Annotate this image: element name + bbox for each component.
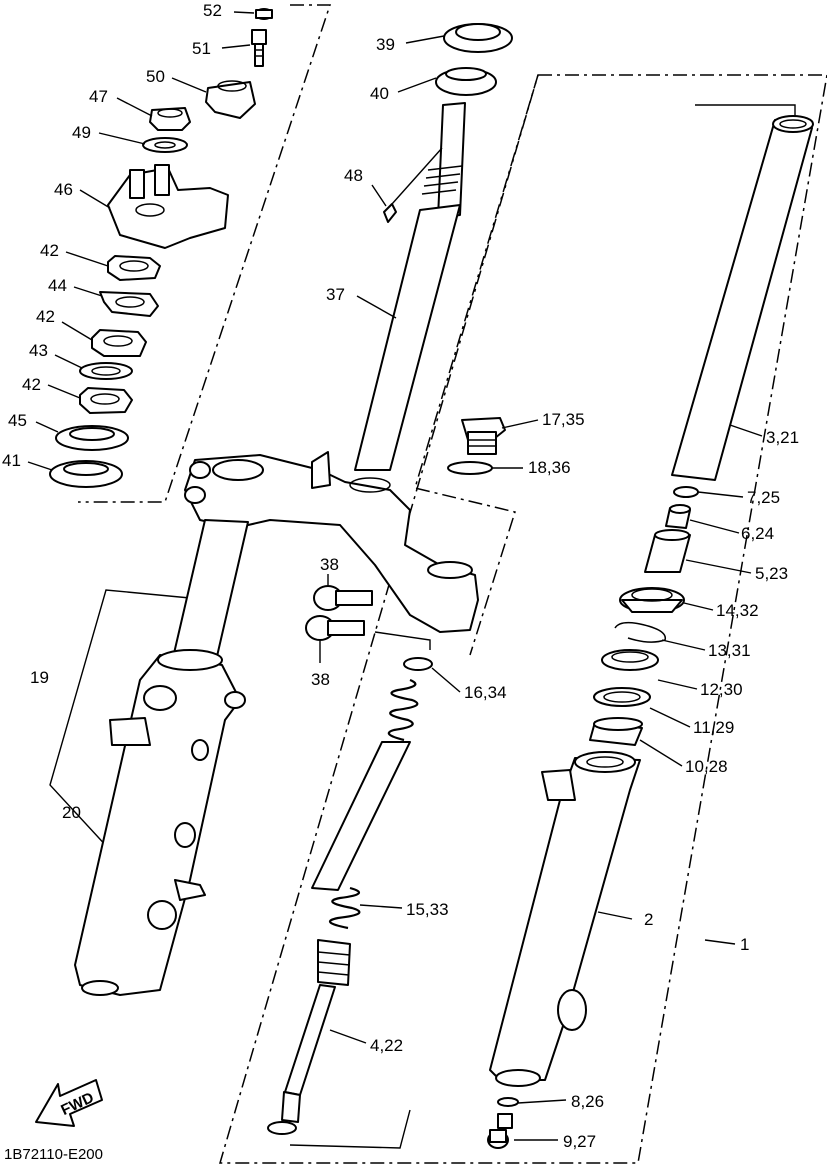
- callout-42-a: 42: [40, 241, 59, 260]
- callout-50: 50: [146, 67, 165, 86]
- callout-40: 40: [370, 84, 389, 103]
- callout-52: 52: [203, 1, 222, 20]
- o-ring-18: [447, 461, 493, 475]
- cap-bolt-17: [461, 417, 506, 455]
- callout-48: 48: [344, 166, 363, 185]
- callout-47: 47: [89, 87, 108, 106]
- bolt-9: [487, 1113, 513, 1149]
- callout-14-32: 14,32: [716, 601, 759, 620]
- circlip-13: [614, 621, 667, 643]
- callout-20: 20: [62, 803, 81, 822]
- group-outline-damper-rod: [374, 631, 431, 650]
- callout-17-35: 17,35: [542, 410, 585, 429]
- washer-49: [142, 137, 188, 153]
- group-outline-damper-rod-bottom: [289, 1109, 411, 1149]
- callout-19: 19: [30, 668, 49, 687]
- group-outline-inner-tube: [695, 104, 796, 118]
- washer-43: [79, 362, 133, 380]
- callout-18-36: 18,36: [528, 458, 571, 477]
- bolt-38-lower: [305, 615, 365, 641]
- piston-ring-7: [673, 486, 699, 498]
- bushing-10: [589, 717, 643, 746]
- fwd-arrow-icon: FWD: [35, 1079, 103, 1127]
- nut-47: [149, 107, 191, 131]
- damper-rod-4: [267, 939, 351, 1135]
- under-bracket: [184, 451, 479, 633]
- callout-38-upper: 38: [320, 555, 339, 574]
- left-outer-tube-20: [74, 649, 246, 996]
- gasket-8: [497, 1097, 519, 1107]
- callout-41: 41: [2, 451, 21, 470]
- oil-seal-14: [619, 587, 685, 613]
- callout-labels: 52 51 50 47 49 46 42 44 42 43 42 45 41 3…: [2, 1, 799, 1151]
- callout-6-24: 6,24: [741, 524, 774, 543]
- bearing-41: [49, 460, 123, 488]
- callout-4-22: 4,22: [370, 1036, 403, 1055]
- callout-12-30: 12,30: [700, 680, 743, 699]
- lower-holder-46: [107, 164, 229, 249]
- bushing-5: [644, 529, 691, 573]
- callout-1: 1: [740, 935, 749, 954]
- callout-42-c: 42: [22, 375, 41, 394]
- group-outline-right-fork: [218, 74, 827, 1164]
- bolt-38-upper: [313, 585, 373, 611]
- ring-nut-42-b: [91, 329, 147, 357]
- spacer-6: [665, 504, 691, 529]
- bearing-40: [435, 67, 497, 96]
- group-outline-handlebar-holder: [78, 4, 332, 503]
- diagram-code: 1B72110-E200: [4, 1146, 103, 1163]
- lock-washer-44: [99, 291, 159, 317]
- callout-15-33: 15,33: [406, 900, 449, 919]
- bearing-45: [55, 425, 129, 451]
- fork-spring: [311, 678, 419, 891]
- callout-9-27: 9,27: [563, 1132, 596, 1151]
- callout-3-21: 3,21: [766, 428, 799, 447]
- callout-37: 37: [326, 285, 345, 304]
- bearing-39: [443, 23, 513, 53]
- callout-45: 45: [8, 411, 27, 430]
- bolt-51: [251, 29, 267, 67]
- outer-tube-2: [489, 751, 641, 1087]
- callout-51: 51: [192, 39, 211, 58]
- group-outline-left-fork: [49, 589, 191, 851]
- callout-5-23: 5,23: [755, 564, 788, 583]
- washer-11: [593, 687, 651, 707]
- callout-43: 43: [29, 341, 48, 360]
- oil-seal-12: [601, 649, 659, 671]
- callout-10-28: 10,28: [685, 757, 728, 776]
- steering-stem-37: [354, 102, 466, 471]
- callout-38-lower: 38: [311, 670, 330, 689]
- callout-8-26: 8,26: [571, 1092, 604, 1111]
- ring-nut-42-a: [107, 255, 161, 281]
- cap-52: [255, 8, 273, 20]
- callout-11-29: 11,29: [693, 718, 734, 737]
- upper-holder-50: [205, 80, 256, 119]
- callout-13-31: 13,31: [708, 641, 751, 660]
- ring-nut-42-c: [79, 387, 133, 414]
- inner-tube-3: [671, 115, 814, 481]
- callout-16-34: 16,34: [464, 683, 507, 702]
- callout-39: 39: [376, 35, 395, 54]
- callout-2: 2: [644, 910, 653, 929]
- left-inner-tube-19: [171, 519, 249, 666]
- callout-46: 46: [54, 180, 73, 199]
- leader-lines: [27, 11, 763, 1141]
- spring-seat-16: [403, 657, 433, 671]
- callout-49: 49: [72, 123, 91, 142]
- callout-44: 44: [48, 276, 67, 295]
- callout-7-25: 7,25: [747, 488, 780, 507]
- callout-42-b: 42: [36, 307, 55, 326]
- key-48: [383, 203, 397, 223]
- rebound-spring-15: [328, 886, 361, 930]
